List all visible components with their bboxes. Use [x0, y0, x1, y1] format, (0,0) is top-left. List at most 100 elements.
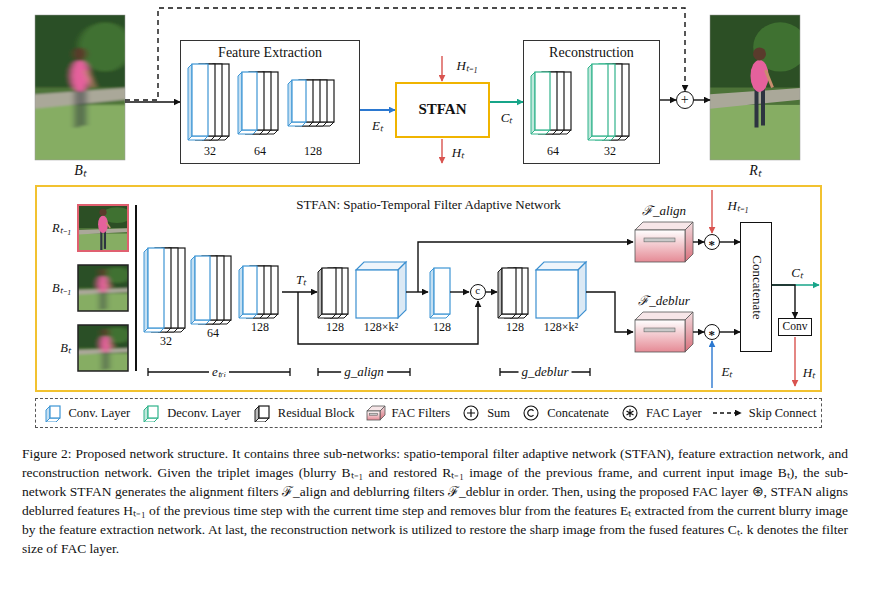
photo — [78, 265, 128, 311]
symbol-label: Hₜ — [803, 366, 815, 381]
channel-count: 32 — [160, 335, 172, 349]
output-image: Rₜ — [710, 15, 800, 160]
legend-item: Residual Block — [250, 404, 355, 422]
layer-side — [191, 256, 195, 324]
channel-count: 32 — [204, 145, 216, 159]
node-label: * — [709, 238, 716, 251]
reconstruction-box: Reconstruction — [523, 40, 660, 164]
volume-side — [578, 262, 586, 318]
person-torso — [71, 60, 89, 92]
layer-bottom — [191, 320, 210, 324]
volume-side — [398, 262, 406, 318]
layer-side — [318, 268, 322, 318]
layer-bottom — [238, 130, 257, 134]
photo-lawn — [78, 294, 128, 311]
symbol-label: Hₜ₋₁ — [457, 59, 478, 74]
fac-layer-node: * — [704, 324, 720, 340]
symbol-label: Eₜ — [722, 365, 733, 380]
legend-text: Sum — [487, 406, 510, 421]
figure-part — [78, 265, 128, 311]
cube-top — [635, 312, 693, 320]
cube-side — [685, 312, 693, 352]
layer-bottom — [498, 314, 516, 318]
cube-front — [635, 320, 685, 352]
blurry-prev-image: Bₜ₋₁ — [78, 265, 128, 311]
feature-arrow — [711, 341, 712, 388]
data-flow-arrow — [406, 291, 428, 292]
symbol-label: g_align — [341, 365, 387, 380]
layer-bottom — [430, 314, 450, 318]
align-filter-cube: ℱ_align — [635, 222, 693, 262]
conv-box: Conv — [778, 318, 813, 336]
layer-stack — [239, 266, 278, 318]
person-leg — [761, 88, 765, 126]
person-head — [99, 269, 106, 276]
channel-count: 128 — [251, 321, 269, 335]
cube-top — [635, 222, 693, 230]
layer-bottom — [144, 418, 158, 422]
node-label: c — [475, 285, 480, 296]
photo-frame — [710, 15, 800, 160]
node-caption: Bₜ — [74, 163, 86, 179]
legend-text: Concatenate — [547, 406, 609, 421]
flow-arrow — [693, 241, 704, 242]
layer-face — [192, 64, 208, 136]
layer-stack — [588, 64, 629, 140]
asterisk-sign — [626, 409, 633, 417]
node-label: Concatenate — [749, 255, 764, 319]
legend-icon — [139, 404, 163, 422]
layer-face — [259, 406, 269, 418]
input-image: Bₜ — [35, 15, 125, 160]
input-bracket — [135, 205, 137, 371]
concatenate-node: c — [470, 284, 486, 300]
layer-side — [144, 248, 148, 332]
cube-front — [367, 411, 380, 420]
layer-face — [502, 268, 516, 314]
flow-arrow — [772, 285, 795, 318]
filter-volume — [536, 262, 586, 318]
legend-text: FAC Filters — [392, 406, 450, 421]
layer-face — [292, 80, 306, 122]
channel-count: 128 — [326, 321, 344, 335]
legend-item: Conv. Layer — [41, 404, 131, 422]
symbol-circle — [524, 406, 538, 420]
photo-frame — [35, 15, 125, 160]
hidden-state-arrow — [794, 337, 795, 386]
channel-count: 64 — [207, 327, 219, 341]
data-flow-arrow — [282, 291, 317, 292]
person-leg — [75, 88, 79, 128]
photo — [78, 325, 128, 371]
layer-stack — [191, 256, 231, 324]
legend-text: Conv. Layer — [69, 406, 131, 421]
legend-item: Concatenate — [519, 404, 609, 422]
person-leg — [82, 88, 86, 126]
flow-arrow — [125, 101, 180, 102]
layer-bottom — [46, 418, 60, 422]
channel-count: 32 — [604, 145, 616, 159]
symbol-circle — [623, 406, 637, 420]
person-arm — [106, 282, 110, 288]
channel-count: 64 — [254, 145, 266, 159]
legend-icon — [250, 404, 274, 422]
person-arm — [766, 70, 773, 87]
stfan-box: STFAN — [395, 82, 490, 138]
layer-face — [148, 248, 164, 328]
data-flow-arrow — [586, 292, 633, 332]
volume-front — [356, 270, 398, 318]
person-torso — [101, 336, 111, 354]
figure-part — [78, 325, 128, 371]
sum-node: + — [676, 91, 694, 109]
hidden-state-arrow — [711, 190, 712, 233]
node-caption: Rₜ — [749, 163, 761, 179]
layer-stack — [188, 64, 229, 140]
legend-box: Conv. Layer Deconv. Layer Residual Block FA… — [35, 398, 822, 428]
layer-face — [242, 72, 257, 130]
volume-front — [536, 270, 578, 318]
layer-side — [238, 72, 242, 134]
person-head — [99, 209, 106, 216]
cube-bar — [644, 328, 675, 332]
legend-item: Deconv. Layer — [139, 404, 240, 422]
channel-count: 128 — [506, 321, 524, 335]
legend-text: Residual Block — [278, 406, 355, 421]
